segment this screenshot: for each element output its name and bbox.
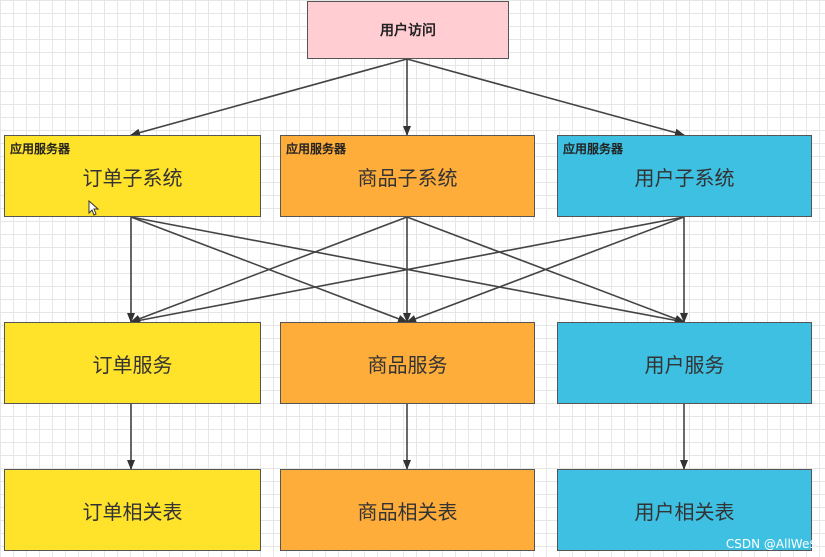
product-service-node: 商品服务: [280, 322, 535, 404]
edge-user-subsystem-to-order-service: [130, 216, 685, 325]
user-access-node: 用户访问: [307, 1, 509, 59]
order-service-node: 订单服务: [4, 322, 261, 404]
user-subsystem-node: 应用服务器 用户子系统: [557, 135, 812, 217]
app-server-tag: 应用服务器: [286, 142, 347, 156]
order-subsystem-label: 订单子系统: [82, 165, 183, 190]
product-subsystem-label: 商品子系统: [357, 165, 458, 190]
app-server-tag: 应用服务器: [563, 142, 624, 156]
user-service-node: 用户服务: [557, 322, 812, 404]
app-server-tag: 应用服务器: [10, 142, 71, 156]
user-subsystem-label: 用户子系统: [634, 165, 735, 190]
user-tables-label: 用户相关表: [634, 499, 735, 524]
watermark: CSDN @AllWe$: [725, 537, 817, 551]
product-tables-node: 商品相关表: [280, 469, 535, 551]
edge-user-subsystem-to-product-service: [406, 216, 685, 323]
order-tables-node: 订单相关表: [4, 469, 261, 551]
edge-top-order: [130, 58, 408, 137]
order-subsystem-node: 应用服务器 订单子系统: [4, 135, 261, 217]
edge-top-user: [406, 58, 685, 137]
order-tables-label: 订单相关表: [82, 499, 183, 524]
product-subsystem-node: 应用服务器 商品子系统: [280, 135, 535, 217]
order-service-label: 订单服务: [92, 352, 173, 377]
mouse-cursor-icon: [88, 200, 100, 216]
user-tables-node: 用户相关表: [557, 469, 812, 551]
product-service-label: 商品服务: [367, 352, 448, 377]
edge-product-subsystem-to-order-service: [130, 216, 408, 323]
user-access-label: 用户访问: [380, 23, 436, 39]
user-service-label: 用户服务: [644, 352, 725, 377]
product-tables-label: 商品相关表: [357, 499, 458, 524]
